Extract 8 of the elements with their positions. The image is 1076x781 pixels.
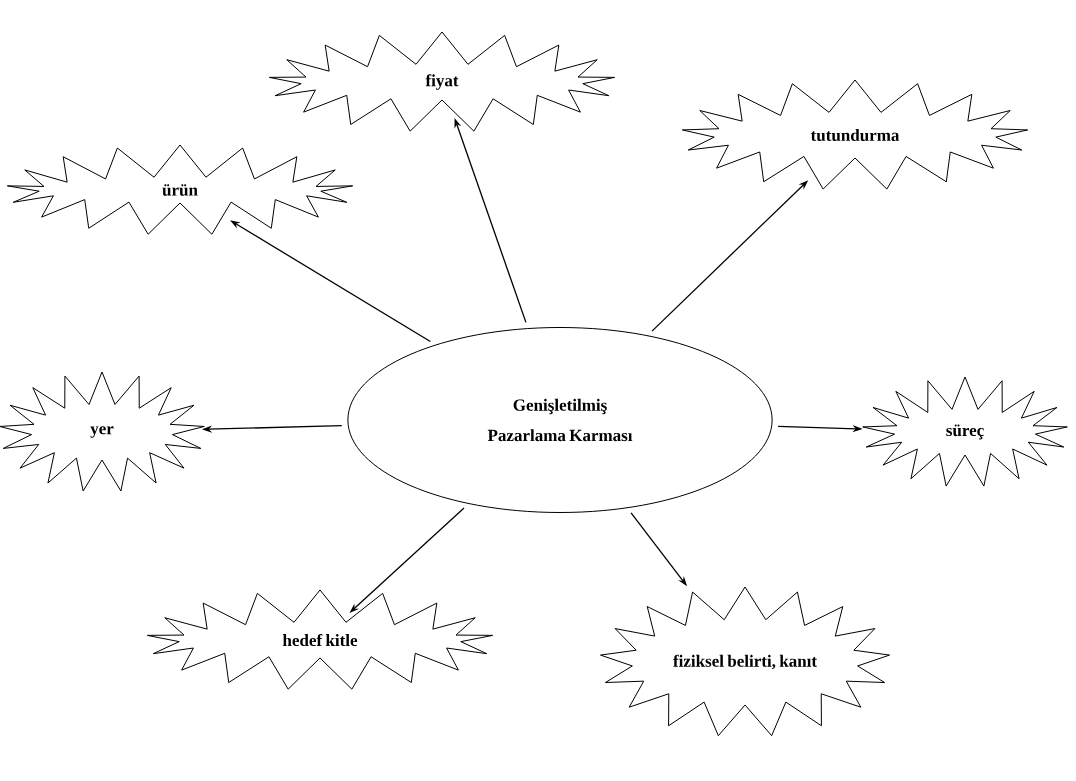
starburst-node: tutundurma: [681, 79, 1029, 190]
starburst-node: süreç: [862, 376, 1068, 487]
starburst-node: fiyat: [268, 31, 616, 132]
starburst-node: yer: [0, 371, 205, 492]
starburst-node: ürün: [6, 144, 354, 235]
starburst-node: fiziksel belirti, kanıt: [600, 586, 890, 737]
ellipse-node: Genişletilmiş Pazarlama Karması: [347, 327, 773, 513]
starburst-node: hedef kitle: [146, 589, 494, 690]
